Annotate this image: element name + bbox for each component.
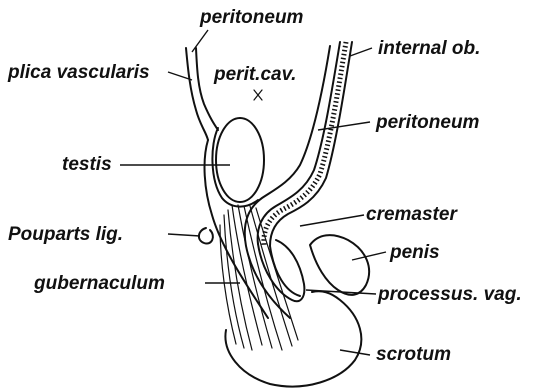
label-cremaster: cremaster: [366, 204, 458, 225]
testis-shape: [216, 118, 264, 202]
leader-pouparts-lig: [168, 234, 200, 236]
scrotum-outline: [225, 291, 361, 386]
diagram-drawing: [186, 42, 369, 387]
label-peritoneum-right: peritoneum: [375, 112, 480, 133]
label-testis: testis: [62, 154, 112, 175]
pouparts-ligament-shape: [199, 228, 213, 244]
leader-peritoneum-top: [192, 30, 208, 52]
label-internal-ob: internal ob.: [378, 38, 480, 59]
perit-cav-marker: [254, 90, 262, 100]
peritoneum-wall: [245, 46, 330, 318]
leader-internal-ob: [350, 48, 372, 56]
label-pouparts-lig: Pouparts lig.: [8, 224, 123, 245]
label-perit-cav: perit.cav.: [213, 64, 296, 85]
penis-outline: [310, 235, 369, 295]
label-processus-vag: processus. vag.: [377, 284, 522, 305]
plica-vascularis-fold: [186, 48, 218, 140]
leader-penis: [352, 252, 386, 260]
label-plica-vascularis: plica vascularis: [7, 62, 150, 83]
leader-cremaster: [300, 215, 364, 226]
label-scrotum: scrotum: [376, 344, 451, 365]
label-gubernaculum: gubernaculum: [33, 273, 165, 294]
label-penis: penis: [389, 242, 440, 263]
leader-scrotum: [340, 350, 370, 355]
label-peritoneum-top: peritoneum: [199, 7, 304, 28]
